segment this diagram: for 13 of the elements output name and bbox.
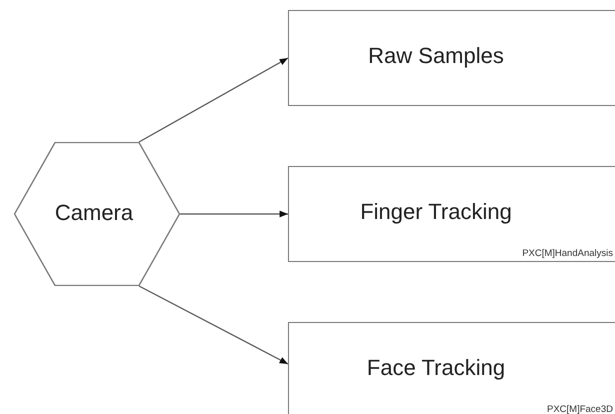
arrow (180, 210, 288, 218)
arrow (138, 285, 288, 365)
class-name-label: PXC[M]HandAnalysis (522, 248, 613, 259)
process-box (288, 322, 615, 414)
process-box (288, 166, 615, 262)
hexagon-node (14, 142, 180, 286)
class-name-label: PXC[M]Face3D (547, 404, 613, 414)
arrow (138, 57, 288, 143)
node-label: Camera (54, 200, 134, 226)
process-box (288, 10, 615, 106)
node-label: Face Tracking (366, 355, 506, 381)
node-label: Finger Tracking (359, 199, 513, 225)
node-label: Raw Samples (367, 43, 505, 69)
